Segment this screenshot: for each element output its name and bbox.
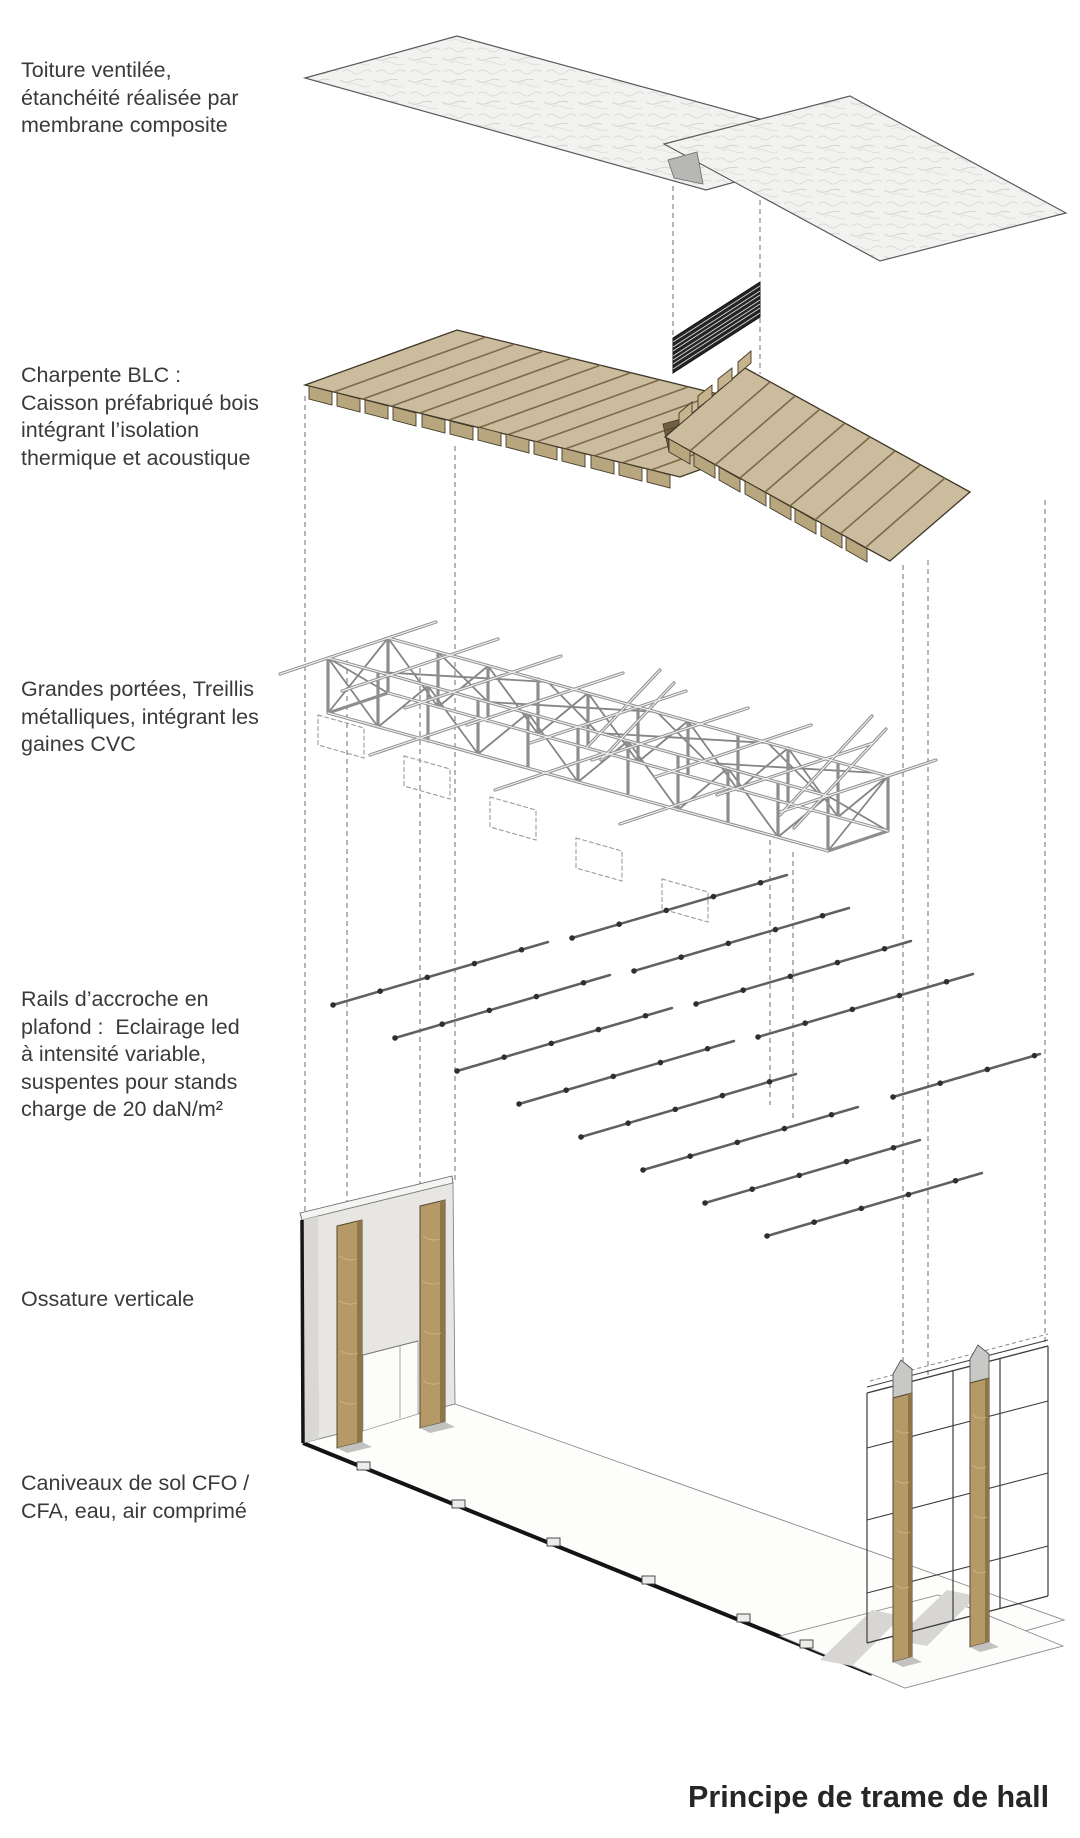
ceiling-rails-layer (330, 872, 1043, 1239)
truss-diagonals (327, 637, 889, 852)
right-wall-assembly (820, 1333, 1049, 1667)
timber-panel-right-upper-teeth (678, 350, 752, 426)
label-line: thermique et acoustique (21, 445, 251, 470)
right-wall-columns (892, 1344, 999, 1667)
right-wall-shadow-2 (895, 1590, 977, 1646)
left-wall-assembly (299, 1175, 456, 1453)
label-line: charge de 20 daN/m² (21, 1097, 223, 1121)
left-wall-edge (300, 1219, 305, 1444)
truss-main-members (278, 620, 938, 853)
ventilation-grille (672, 281, 761, 374)
left-wall-shade-strip (302, 1216, 319, 1443)
label-line: membrane composite (21, 113, 228, 137)
label-line: gaines CVC (21, 732, 136, 756)
timber-roof-layer (302, 329, 972, 563)
annotation-ossature: Ossature verticale (21, 1286, 194, 1314)
annotation-toiture: Toiture ventilée, étanchéité réalisée pa… (21, 57, 239, 140)
floor-trenches (356, 1461, 814, 1649)
label-line: Rails d’accroche en (21, 987, 209, 1011)
rails (331, 873, 1042, 1238)
annotation-caniveaux: Caniveaux de sol CFO / CFA, eau, air com… (21, 1470, 249, 1525)
wall-recess-panels (362, 1340, 419, 1432)
timber-panel-left-joist-ends (308, 385, 671, 489)
timber-panel-right-ribs (689, 381, 946, 549)
label-line: Caisson préfabriqué bois (21, 390, 259, 415)
label-line: CFA, eau, air comprimé (21, 1498, 247, 1523)
label-line: étanchéité réalisée par (21, 85, 239, 110)
label-line: métalliques, intégrant les (21, 704, 259, 729)
label-line: Caniveaux de sol CFO / (21, 1471, 250, 1495)
label-line: suspentes pour stands (21, 1069, 238, 1094)
steel-truss-layer (278, 620, 938, 923)
annotation-charpente: Charpente BLC : Caisson préfabriqué bois… (21, 362, 259, 472)
drop-lines (304, 186, 1046, 1382)
label-line: Grandes portées, Treillis (21, 677, 255, 701)
label-line: Ossature verticale (21, 1287, 195, 1311)
label-line: Toiture ventilée, (21, 58, 172, 82)
floor-front-edge (302, 1441, 873, 1676)
membrane-shadow-wedge (667, 151, 704, 185)
membrane-panel-right (662, 95, 1068, 262)
label-line: plafond : Eclairage led (21, 1014, 240, 1039)
label-line: intégrant l’isolation (21, 418, 200, 442)
figure-title: Principe de trame de hall (688, 1780, 1050, 1814)
annotation-treillis: Grandes portées, Treillis métalliques, i… (21, 676, 259, 759)
cvc-duct-dashed-boxes (317, 714, 709, 923)
annotation-rails: Rails d’accroche en plafond : Eclairage … (21, 986, 240, 1124)
timber-panel-right-joist-ends (668, 438, 868, 563)
left-wall-columns (336, 1199, 455, 1453)
membrane-roof-layer (302, 35, 1068, 262)
floor-slab-layer (301, 1403, 1066, 1689)
label-line: Charpente BLC : (21, 363, 182, 387)
right-wall-shadow-1 (820, 1610, 902, 1666)
label-line: à intensité variable, (21, 1042, 207, 1066)
